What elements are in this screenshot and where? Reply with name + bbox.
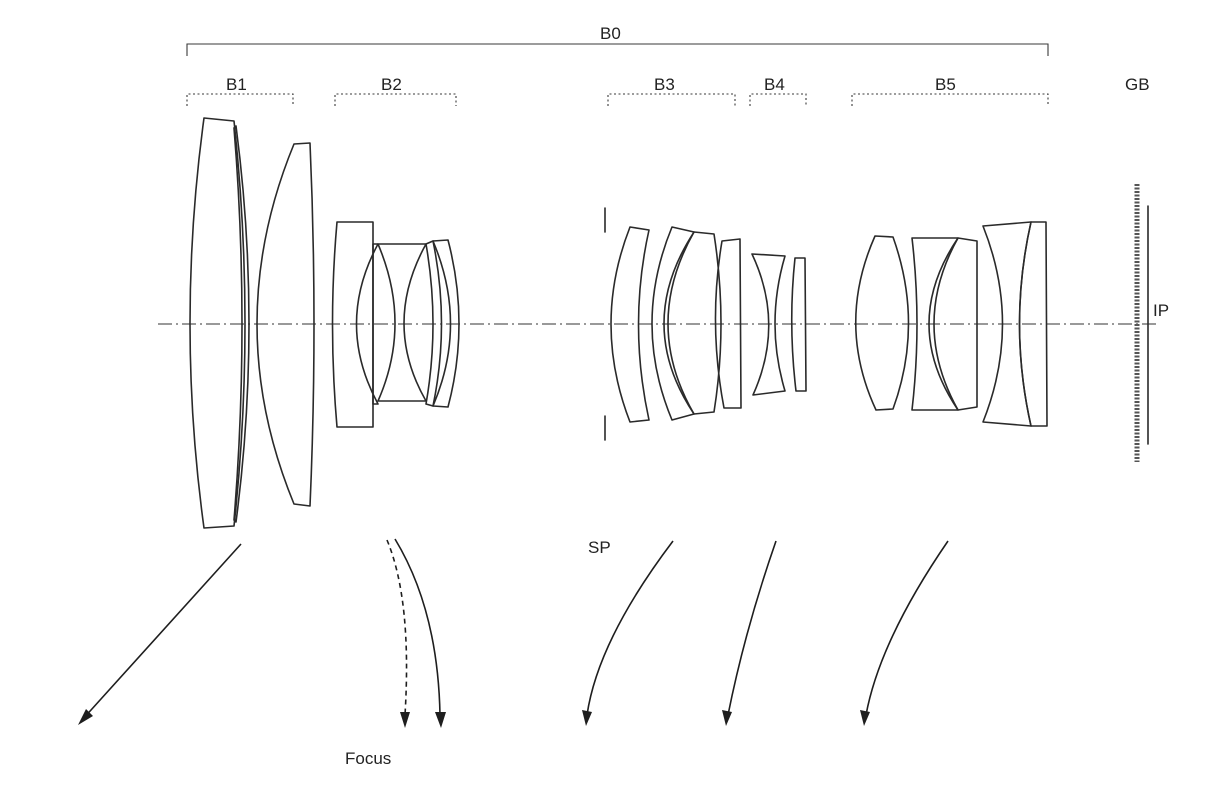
lens-group-b2: [331, 221, 460, 428]
lens-b5-element-1: [854, 235, 910, 411]
arrow-b1: [81, 543, 242, 721]
lens-b2-element-1: [331, 221, 374, 428]
arrowhead-b4: [722, 710, 732, 726]
label-ip: IP: [1153, 301, 1170, 320]
arrowhead-b2-dashed: [400, 712, 410, 728]
lens-b2-element-2: [355, 243, 379, 405]
arrowhead-b3: [582, 710, 592, 726]
lens-b3-element-3: [667, 231, 722, 415]
bracket-b2: [334, 93, 457, 106]
label-b2: B2: [381, 75, 402, 94]
lens-b5-element-5: [1018, 221, 1048, 427]
lens-b1-element-2: [233, 125, 250, 523]
label-focus: Focus: [345, 749, 392, 768]
lens-b1-element-1: [189, 117, 246, 529]
label-gb: GB: [1125, 75, 1150, 94]
arrow-b4: [727, 540, 777, 716]
lens-b4-element-1: [751, 253, 786, 396]
arrow-b3: [586, 540, 674, 716]
arrow-b5: [865, 540, 949, 716]
movement-arrows: [78, 538, 949, 728]
bracket-b0: [186, 43, 1049, 56]
lens-group-b1: [189, 117, 315, 529]
arrow-b2-dashed: [386, 539, 408, 716]
bracket-b4: [749, 93, 807, 106]
bracket-b3: [607, 93, 736, 106]
arrow-b2-solid: [394, 538, 441, 716]
label-b0: B0: [600, 24, 621, 43]
lens-group-b3: [610, 226, 742, 423]
lens-b2-element-5: [432, 239, 460, 408]
lens-b3-element-4: [714, 238, 742, 409]
label-b3: B3: [654, 75, 675, 94]
arrowhead-b2-solid: [435, 712, 446, 728]
lens-b5-element-3: [933, 237, 978, 411]
lens-b4-element-2: [790, 257, 807, 392]
arrowhead-b5: [860, 710, 870, 726]
lens-group-b4: [751, 253, 807, 396]
label-b4: B4: [764, 75, 785, 94]
lens-b2-element-3: [377, 243, 427, 402]
label-sp: SP: [588, 538, 611, 557]
lens-b3-element-1: [610, 226, 650, 423]
arrowhead-b1: [78, 709, 93, 725]
label-b5: B5: [935, 75, 956, 94]
lens-group-b5: [854, 221, 1048, 427]
label-b1: B1: [226, 75, 247, 94]
bracket-b5: [851, 93, 1049, 106]
lens-b1-element-3: [256, 142, 315, 507]
bracket-b1: [186, 93, 294, 106]
